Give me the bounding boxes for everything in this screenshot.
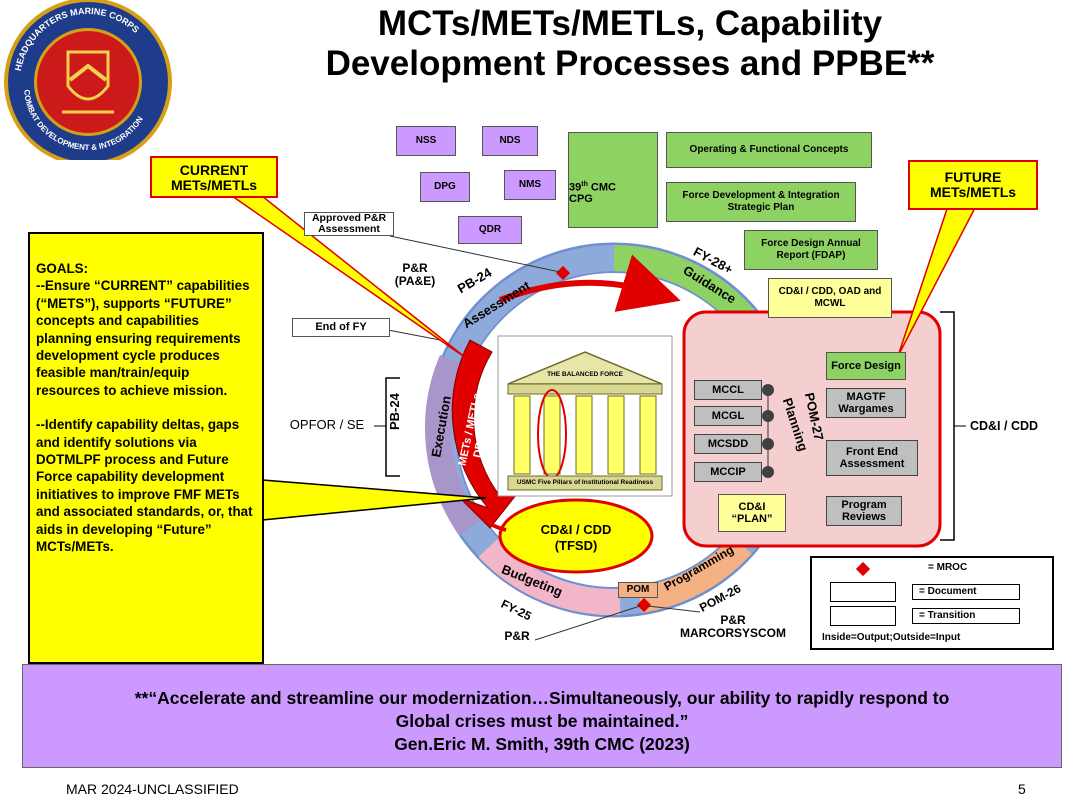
opfor-se-label: OPFOR / SE xyxy=(289,417,365,432)
end-of-fy-label: End of FY xyxy=(292,318,390,337)
pb24-bracket xyxy=(385,377,400,477)
planning-item-mccl: MCCL xyxy=(694,380,762,400)
cdi-plan-line2: “PLAN” xyxy=(731,513,773,525)
marine-corps-seal: HEADQUARTERS MARINE CORPS COMBAT DEVELOP… xyxy=(4,0,172,160)
cpg-cmc: CMC xyxy=(587,181,616,194)
connector-end-fy xyxy=(387,329,441,341)
quote-line-2: Global crises must be maintained.” xyxy=(395,711,689,731)
cdi-tfsd-line2: (TFSD) xyxy=(554,538,598,553)
pr-marcorsyscom-line1: P&R xyxy=(720,613,746,627)
planning-item-mccip: MCCIP xyxy=(694,462,762,482)
cpg-sup: th xyxy=(581,180,588,188)
pillars-roof-label: THE BALANCED FORCE xyxy=(547,371,623,378)
force-development-strategic-plan-document: Force Development & Integration Strategi… xyxy=(666,182,856,222)
approved-assessment-label: Approved P&R Assessment xyxy=(304,212,394,236)
nms-document: NMS xyxy=(504,170,556,200)
mroc-diamond xyxy=(555,265,571,281)
cdi-cdd-right-label: CD&I / CDD xyxy=(969,419,1039,433)
cdi-plan-line1: CD&I xyxy=(738,501,766,513)
legend-document-label: = Document xyxy=(912,584,1020,600)
page-title: MCTs/METs/METLs, Capability Development … xyxy=(220,4,1040,84)
quote-banner: **“Accelerate and streamline our moderni… xyxy=(22,664,1062,768)
title-line-1: MCTs/METs/METLs, Capability xyxy=(377,4,883,43)
top-red-arrow xyxy=(498,254,681,312)
pr-marcorsyscom-label: P&R MARCORSYSCOM xyxy=(668,614,798,640)
classification-footer: MAR 2024-UNCLASSIFIED xyxy=(66,781,239,797)
force-design-box: Force Design xyxy=(826,352,906,380)
planning-item-mcsdd: MCSDD xyxy=(694,434,762,454)
goals-paragraph-2: --Identify capability deltas, gaps and i… xyxy=(36,417,253,555)
cdi-tfsd-label: CD&I / CDD (TFSD) xyxy=(520,522,632,554)
goals-box: GOALS: --Ensure “CURRENT” capabilities (… xyxy=(28,232,264,664)
operating-functional-concepts-document: Operating & Functional Concepts xyxy=(666,132,872,168)
legend: = MROC = Document = Transition Inside=Ou… xyxy=(810,556,1054,650)
goals-heading: GOALS: xyxy=(36,261,89,276)
mroc-diamond xyxy=(636,597,652,613)
execution-arc xyxy=(424,354,481,536)
title-line-2: Development Processes and PPBE** xyxy=(325,44,935,83)
connector-approved xyxy=(389,235,561,273)
budgeting-arc xyxy=(478,538,621,616)
force-design-annual-report-document: Force Design Annual Report (FDAP) xyxy=(744,230,878,270)
cdi-oad-mcwl-document: CD&I / CDD, OAD and MCWL xyxy=(768,278,892,318)
nss-document: NSS xyxy=(396,126,456,156)
quote-attribution: Gen.Eric M. Smith, 39th CMC (2023) xyxy=(394,734,690,754)
goals-paragraph-1: --Ensure “CURRENT” capabilities (“METS”)… xyxy=(36,278,250,398)
cdi-tfsd-line1: CD&I / CDD xyxy=(540,522,612,537)
legend-note: Inside=Output;Outside=Input xyxy=(822,632,961,643)
planning-dot xyxy=(762,384,774,396)
front-end-assessment-box: Front End Assessment xyxy=(826,440,918,476)
pr-pae-label: P&R (PA&E) xyxy=(394,261,436,288)
connector-marcorsyscom xyxy=(647,605,701,613)
program-reviews-box: Program Reviews xyxy=(826,496,902,526)
cdi-bracket xyxy=(940,311,955,541)
qdr-document: QDR xyxy=(458,216,522,244)
legend-mroc-diamond xyxy=(855,561,871,577)
planning-dot xyxy=(762,438,774,450)
legend-mroc-label: = MROC xyxy=(928,562,968,573)
planning-dot xyxy=(762,466,774,478)
cdi-plan-box: CD&I “PLAN” xyxy=(718,494,786,532)
cpg-label: CPG xyxy=(569,193,593,206)
planning-dot xyxy=(762,410,774,422)
pb24-left-label: PB-24 xyxy=(387,393,402,430)
pom-box: POM xyxy=(618,582,658,598)
legend-document-icon xyxy=(830,582,896,602)
pillars-base-label: USMC Five Pillars of Institutional Readi… xyxy=(516,479,654,486)
pr-bottom-label: P&R xyxy=(504,629,530,643)
current-mets-callout: CURRENT METs/METLs xyxy=(150,156,278,198)
dpg-document: DPG xyxy=(420,172,470,202)
seal-chevron xyxy=(68,63,108,82)
legend-transition-label: = Transition xyxy=(912,608,1020,624)
magtf-wargames-box: MAGTF Wargames xyxy=(826,388,906,418)
page-number: 5 xyxy=(1018,781,1026,797)
mets-red-arrow xyxy=(451,339,522,529)
quote-line-1: **“Accelerate and streamline our moderni… xyxy=(134,688,950,708)
seal-shield xyxy=(66,50,110,101)
connector-pr-bottom xyxy=(534,605,641,641)
cmc-cpg-document: 39th CMC CPG xyxy=(568,132,658,228)
tfsd-red-curve xyxy=(484,506,507,532)
balanced-force-building xyxy=(497,335,673,497)
cdi-tfsd-ellipse xyxy=(498,498,654,574)
cpg-number: 39 xyxy=(569,181,582,194)
planning-item-mcgl: MCGL xyxy=(694,406,762,426)
legend-transition-icon xyxy=(830,606,896,626)
pr-marcorsyscom-line2: MARCORSYSCOM xyxy=(679,626,786,640)
nds-document: NDS xyxy=(482,126,538,156)
future-mets-callout: FUTURE METs/METLs xyxy=(908,160,1038,210)
